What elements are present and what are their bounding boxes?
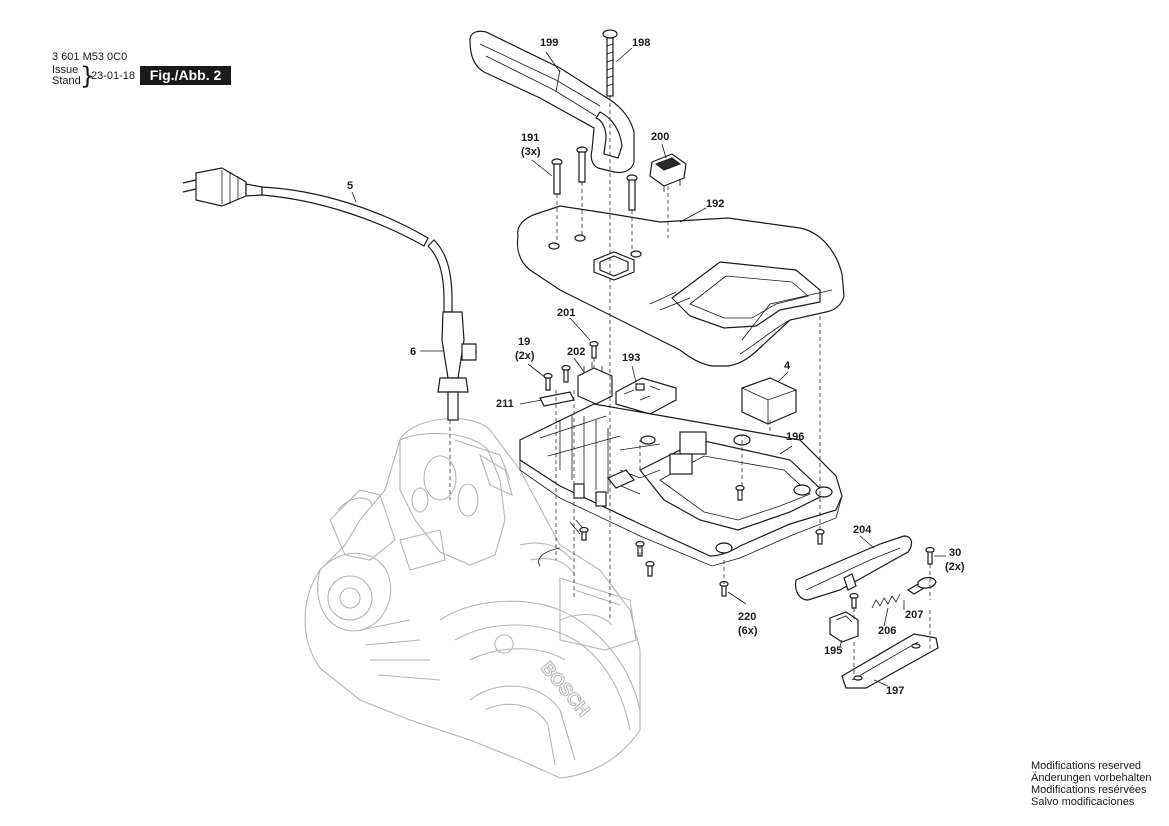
relay-block — [741, 377, 797, 425]
cable-clamp — [539, 391, 575, 407]
terminal-202 — [577, 340, 613, 405]
callout-192: 192 — [706, 198, 724, 210]
callout-200: 200 — [651, 131, 669, 143]
callout-5: 5 — [347, 180, 353, 192]
callout-30-qty: (2x) — [945, 561, 965, 573]
callout-30: 30 — [949, 547, 961, 559]
callout-201: 201 — [557, 307, 575, 319]
long-screw — [602, 29, 618, 97]
handle-grip — [469, 30, 635, 174]
callout-206: 206 — [878, 625, 896, 637]
callout-220: 220 — [738, 611, 756, 623]
screws-19 — [539, 364, 575, 407]
callout-202: 202 — [567, 346, 585, 358]
stand-label: Stand — [52, 75, 81, 87]
issue-date: 23-01-18 — [91, 70, 136, 82]
notice-line-en: Modifications reserved — [1031, 760, 1142, 772]
figure-label: Fig./Abb. 2 — [140, 66, 231, 85]
issue-label: Issue — [52, 64, 79, 76]
notice-line-de: Änderungen vorbehalten — [1031, 772, 1152, 784]
callout-labels: 199 198 191 (3x) 200 5 192 201 19 (2x) 2… — [347, 37, 965, 697]
saw-body-ghost: BOSCH — [304, 418, 641, 779]
power-cord — [182, 167, 477, 421]
housing-base — [519, 403, 843, 567]
handle-cover — [516, 205, 845, 367]
callout-199: 199 — [540, 37, 558, 49]
callout-197: 197 — [886, 685, 904, 697]
notice-line-es: Salvo modificaciones — [1031, 796, 1135, 808]
callout-19: 19 — [518, 336, 530, 348]
callout-204: 204 — [853, 524, 872, 536]
callout-207: 207 — [905, 609, 923, 621]
modifications-notice: Modifications reserved Änderungen vorbeh… — [1031, 760, 1151, 808]
lever-204 — [795, 535, 913, 601]
leader-lines — [351, 47, 946, 687]
callout-4: 4 — [784, 360, 791, 372]
spring-pin-assembly — [829, 576, 939, 689]
callout-220-qty: (6x) — [738, 625, 758, 637]
callout-6: 6 — [410, 346, 416, 358]
rocker-switch — [649, 153, 687, 192]
part-number: 3 601 M53 0C0 — [52, 51, 128, 63]
screws-191 — [551, 146, 638, 211]
screws-30 — [849, 546, 935, 609]
callout-19-qty: (2x) — [515, 350, 535, 362]
circuit-board — [615, 377, 677, 415]
callout-211: 211 — [496, 398, 514, 410]
callout-198: 198 — [632, 37, 650, 49]
callout-191-qty: (3x) — [521, 146, 541, 158]
brace-glyph: } — [80, 62, 96, 90]
callout-195: 195 — [824, 645, 842, 657]
callout-191: 191 — [521, 132, 539, 144]
notice-line-fr: Modifications resérvées — [1031, 784, 1147, 796]
callout-196: 196 — [786, 431, 804, 443]
assembly-lines — [449, 96, 931, 680]
callout-193: 193 — [622, 352, 640, 364]
